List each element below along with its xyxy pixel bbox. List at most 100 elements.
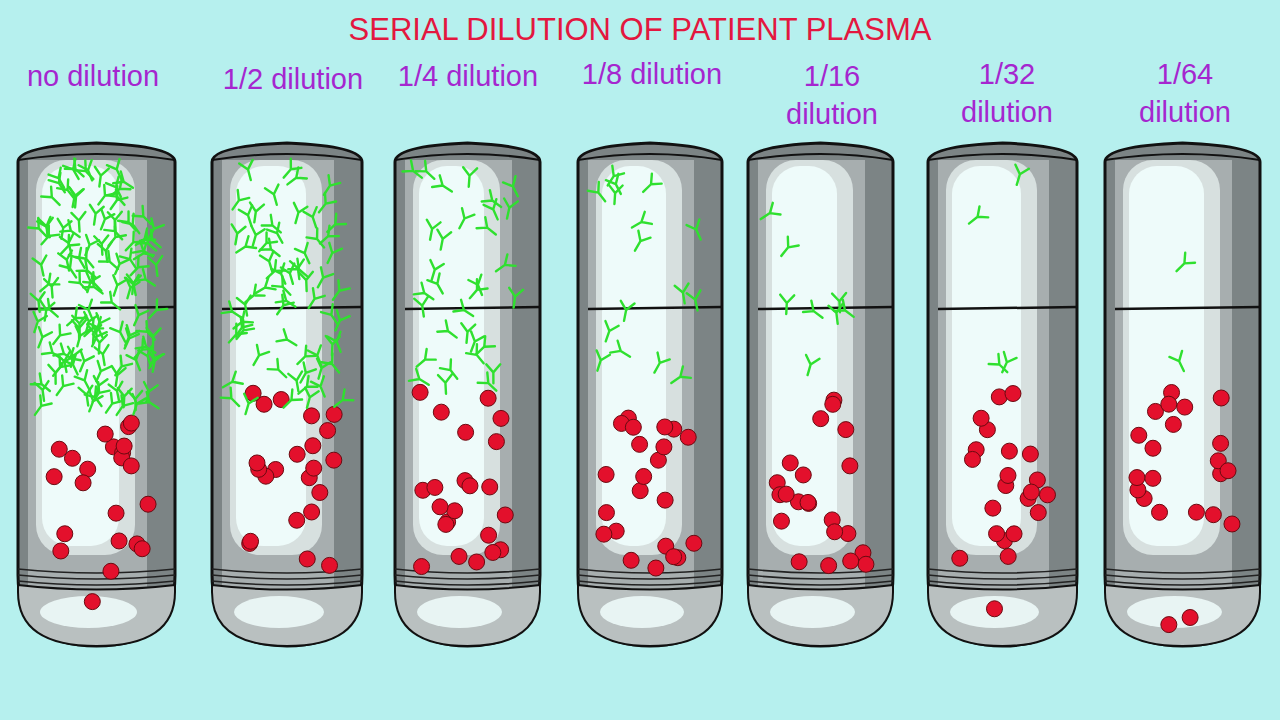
antibody — [471, 336, 494, 359]
red-cell — [433, 404, 449, 420]
antibody — [803, 301, 827, 324]
antibody — [591, 350, 610, 372]
red-cell — [1039, 487, 1055, 503]
antibody-shape — [414, 297, 431, 318]
antibody-shape — [239, 205, 258, 227]
red-cell — [97, 426, 113, 442]
antibody-shape — [321, 304, 343, 328]
antibody-shape — [111, 395, 133, 419]
red-cell — [1213, 390, 1229, 406]
red-cell — [412, 384, 428, 400]
red-cell — [469, 554, 485, 570]
tube-band — [18, 575, 175, 579]
red-cell — [813, 411, 829, 427]
antibody — [667, 366, 691, 388]
antibody-shape — [221, 388, 244, 411]
red-cell — [782, 455, 798, 471]
tube-outline — [1105, 143, 1260, 646]
antibody — [38, 301, 55, 322]
antibody-shape — [75, 161, 98, 184]
dilution-label: 1/32 dilution — [932, 55, 1082, 131]
antibody — [44, 278, 59, 298]
antibody-shape — [133, 206, 156, 229]
red-cell — [952, 550, 968, 566]
antibody-shape — [453, 208, 474, 231]
red-cell — [482, 479, 498, 495]
antibody — [610, 341, 634, 363]
tube-bottom — [212, 585, 362, 646]
tube-body — [938, 160, 1049, 616]
tube-band — [212, 575, 362, 579]
red-cell — [1001, 443, 1017, 459]
antibody-shape — [260, 251, 279, 273]
antibody — [308, 345, 328, 368]
tube-glass — [36, 160, 135, 555]
red-cell — [778, 486, 794, 502]
antibody — [628, 212, 651, 234]
antibody — [478, 373, 501, 396]
antibody — [146, 328, 161, 348]
antibody-shape — [36, 274, 60, 297]
red-cell — [497, 507, 513, 523]
antibody-shape — [591, 350, 610, 372]
antibody — [109, 366, 126, 387]
test-tube — [748, 143, 893, 646]
antibody — [315, 226, 339, 249]
tube-band — [928, 569, 1077, 573]
antibody — [484, 199, 504, 222]
antibody-shape — [57, 179, 80, 203]
tube-band — [18, 569, 175, 573]
antibody — [312, 267, 333, 290]
antibody — [71, 212, 86, 232]
antibody-shape — [48, 365, 62, 384]
antibody — [757, 203, 781, 225]
antibody — [48, 325, 71, 349]
antibody — [133, 206, 156, 229]
antibody-shape — [322, 353, 345, 377]
antibody — [108, 212, 123, 232]
antibody — [303, 207, 322, 229]
antibody — [60, 234, 78, 256]
antibody — [122, 214, 145, 238]
antibody-shape — [278, 159, 301, 183]
antibody-shape — [425, 260, 444, 282]
antibody-shape — [438, 374, 453, 394]
red-cell — [326, 406, 342, 422]
antibody — [492, 255, 516, 277]
antibody — [221, 388, 244, 411]
plasma-line — [222, 307, 362, 309]
antibody — [98, 242, 114, 263]
antibody — [56, 235, 79, 258]
antibody — [329, 310, 350, 333]
antibody-shape — [227, 190, 249, 214]
red-cell — [111, 533, 127, 549]
antibody-shape — [28, 312, 47, 334]
antibody — [1010, 165, 1029, 187]
red-cell — [1145, 440, 1161, 456]
red-cell — [116, 438, 132, 454]
antibody-shape — [239, 394, 258, 416]
red-cell — [623, 552, 639, 568]
antibody-shape — [1172, 253, 1195, 276]
antibody-shape — [484, 199, 504, 222]
antibody — [322, 214, 345, 237]
antibody-shape — [629, 231, 651, 254]
antibody — [144, 299, 167, 322]
red-cell — [598, 466, 614, 482]
antibody-shape — [281, 264, 300, 286]
antibody — [75, 370, 96, 393]
antibody-shape — [471, 336, 494, 359]
antibody — [965, 206, 989, 229]
antibody — [503, 176, 524, 199]
red-cell — [243, 533, 259, 549]
tube-body — [222, 160, 334, 616]
red-cell — [1000, 548, 1016, 564]
tube-band — [1105, 575, 1260, 579]
antibody-shape — [828, 304, 844, 325]
antibody — [996, 352, 1017, 375]
antibody-shape — [329, 310, 350, 333]
red-cell — [1022, 446, 1038, 462]
antibody-shape — [271, 295, 293, 319]
red-cell — [625, 419, 641, 435]
plasma-line — [1115, 307, 1260, 309]
